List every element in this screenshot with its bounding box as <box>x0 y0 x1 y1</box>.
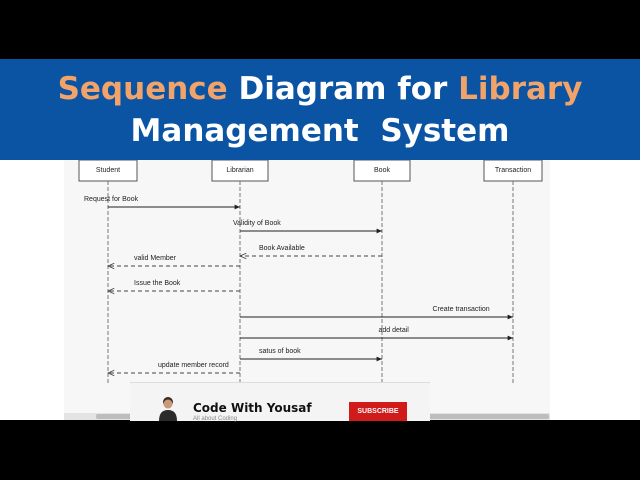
lifeline-label: Book <box>374 167 390 174</box>
title-line-2: Management System <box>130 112 510 149</box>
message-label: Create transaction <box>433 306 490 313</box>
subscribe-button[interactable]: SUBSCRIBE <box>349 402 407 421</box>
lifeline-label: Librarian <box>226 167 253 174</box>
message-label: Book Available <box>259 245 305 252</box>
title-word-diagram-for: Diagram for <box>227 70 459 107</box>
channel-watermark: Code With Yousaf All about Coding SUBSCR… <box>130 382 430 422</box>
channel-name: Code With Yousaf <box>193 401 312 415</box>
lifeline-label: Transaction <box>495 167 531 174</box>
message-label: add detail <box>379 327 410 334</box>
lifeline-label: Student <box>96 167 120 174</box>
message-label: Issue the Book <box>134 280 181 287</box>
message-label: update member record <box>158 362 229 369</box>
channel-tagline: All about Coding <box>193 416 238 422</box>
avatar <box>159 397 177 421</box>
message-label: satus of book <box>259 348 301 355</box>
scrollbar-thumb-secondary[interactable] <box>429 414 549 419</box>
title-banner: Sequence Diagram for Library Management … <box>0 59 640 160</box>
title-line-1: Sequence Diagram for Library <box>58 68 583 110</box>
message-label: valid Member <box>134 255 177 262</box>
title-word-sequence: Sequence <box>57 70 228 107</box>
lifelines: Student Librarian Book Transaction <box>78 159 543 383</box>
message-label: Validity of Book <box>233 220 281 227</box>
message-label: Request for Book <box>84 196 139 203</box>
title-word-library: Library <box>458 70 583 107</box>
